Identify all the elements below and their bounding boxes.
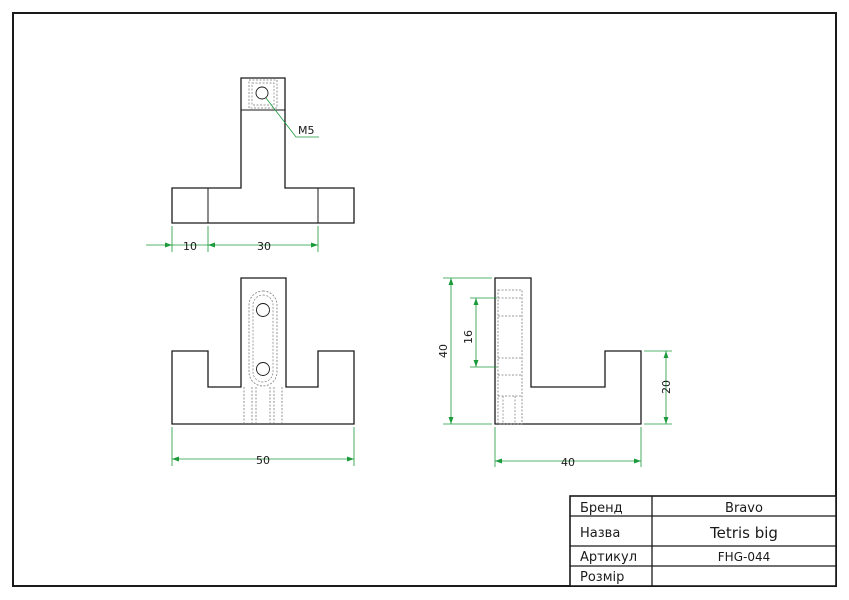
- dimension-label-30: 30: [257, 240, 271, 253]
- top-view: M5 10 30: [146, 77, 355, 253]
- dimension-label-10: 10: [183, 240, 197, 253]
- side-view-outline: [494, 277, 642, 425]
- title-block-frame: [569, 495, 837, 587]
- article-value: FHG-044: [718, 550, 770, 564]
- front-view-outline: [171, 277, 355, 425]
- hidden-mount-slot-inner: [252, 294, 274, 383]
- top-view-outline: [171, 77, 355, 224]
- dimension-label-40-vertical: 40: [437, 344, 450, 358]
- thread-leader-line: [265, 97, 319, 138]
- hidden-slot-profile: [497, 289, 523, 425]
- mount-hole-lower: [256, 362, 270, 376]
- size-label: Розмір: [580, 570, 624, 585]
- dimension-label-20: 20: [660, 380, 673, 394]
- title-block: Бренд Bravo Назва Tetris big Артикул FHG…: [569, 495, 837, 587]
- brand-value: Bravo: [725, 501, 763, 516]
- hidden-screw-boss: [248, 79, 278, 109]
- side-view: 40 16 20 40: [437, 277, 673, 469]
- mount-hole-upper: [256, 303, 270, 317]
- front-view: 50: [171, 277, 355, 467]
- hidden-screw-boss-inner: [251, 82, 275, 106]
- name-value: Tetris big: [709, 524, 778, 542]
- thread-label: M5: [298, 124, 315, 137]
- hidden-mount-slot: [248, 290, 278, 387]
- dimension-label-40-horizontal: 40: [561, 456, 575, 469]
- dimension-label-50: 50: [256, 454, 270, 467]
- dimension-label-16: 16: [462, 330, 475, 344]
- sheet-border: [12, 12, 837, 587]
- screw-hole: [255, 86, 269, 100]
- article-label: Артикул: [580, 550, 637, 565]
- name-label: Назва: [580, 526, 620, 541]
- brand-label: Бренд: [580, 501, 623, 516]
